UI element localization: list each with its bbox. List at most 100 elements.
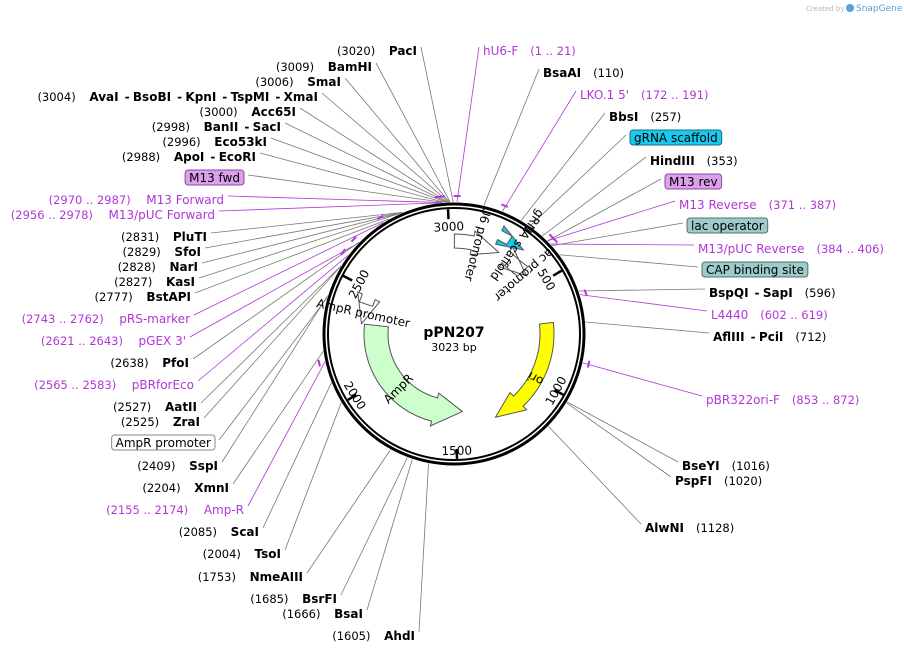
map-labels: (3020)PacI(3009)BamHI(3006)SmaI(3004)Ava… bbox=[11, 44, 884, 643]
position-text: (2409) bbox=[137, 459, 175, 473]
feature-tag-text: CAP binding site bbox=[706, 263, 804, 277]
zrai-label: (2525)ZraI bbox=[121, 415, 200, 429]
leader-line bbox=[218, 202, 439, 212]
feature-tag-box bbox=[701, 261, 809, 278]
name-text: BsrFI bbox=[302, 592, 337, 606]
position-text: (712) bbox=[795, 330, 826, 344]
name-text: Amp-R bbox=[204, 503, 244, 517]
name-text: hU6-F bbox=[483, 44, 518, 58]
name-text: SspI bbox=[189, 459, 218, 473]
position-text: (1685) bbox=[250, 592, 288, 606]
name-text: XmnI bbox=[194, 481, 229, 495]
leader-line bbox=[227, 195, 442, 203]
leader-line bbox=[552, 222, 684, 247]
position-text: (596) bbox=[805, 286, 836, 300]
feature-tag-text: M13 fwd bbox=[189, 171, 240, 185]
eco53ki-label: (2996)Eco53kI bbox=[162, 135, 267, 149]
tsoi-label: (2004)TsoI bbox=[203, 547, 281, 561]
name-text: TspMI bbox=[231, 90, 270, 104]
sspi-label: (2409) SspI bbox=[137, 459, 218, 473]
m13-puc-forward-label: (2956 .. 2978)M13/pUC Forward bbox=[11, 208, 215, 222]
feature-tag-box bbox=[629, 129, 723, 146]
feature-tag-text: gRNA scaffold bbox=[634, 131, 718, 145]
position-text: (1753) bbox=[198, 570, 236, 584]
leader-line bbox=[299, 107, 448, 203]
position-text: (371 .. 387) bbox=[769, 198, 837, 212]
name-text: SfoI bbox=[174, 245, 201, 259]
leader-line bbox=[232, 351, 324, 485]
pbr322ori-f-label: pBR322ori-F(853 .. 872) bbox=[706, 393, 859, 407]
position-text: (2988) bbox=[122, 150, 160, 164]
name-text: BamHI bbox=[328, 60, 372, 74]
m13-fwd-label: M13 fwd bbox=[184, 169, 245, 186]
name-text: BstAPI bbox=[146, 290, 191, 304]
u6-promoter-feature bbox=[453, 230, 501, 256]
bbsi-label: BbsI(257) bbox=[609, 110, 681, 124]
name-text: ZraI bbox=[173, 415, 200, 429]
leader-line bbox=[559, 254, 699, 268]
bsaai-label: BsaAI(110) bbox=[543, 66, 624, 80]
pbrforeco-label: (2565 .. 2583)pBRforEco bbox=[34, 378, 194, 392]
position-text: (2155 .. 2174) bbox=[106, 503, 188, 517]
name-text: BseYI bbox=[682, 459, 720, 473]
leader-line bbox=[566, 402, 672, 478]
m13-forward-label: (2970 .. 2987)M13 Forward bbox=[49, 193, 224, 207]
name-text: - bbox=[210, 150, 215, 164]
leader-line bbox=[548, 425, 642, 525]
leader-line bbox=[340, 457, 408, 596]
position-text: (3006) bbox=[255, 75, 293, 89]
scai-label: (2085)ScaI bbox=[179, 525, 259, 539]
primer-marker bbox=[350, 235, 357, 243]
leader-line bbox=[270, 137, 447, 203]
l4440-label: L4440(602 .. 619) bbox=[711, 308, 828, 322]
sfoi-label: (2829)SfoI bbox=[123, 245, 201, 259]
leader-line bbox=[262, 382, 332, 529]
hu6-f-label: hU6-F(1 .. 21) bbox=[483, 44, 576, 58]
snapgene-logo-icon bbox=[846, 4, 854, 12]
avai-bsobi-kpni-tspmi-xmai-label: (3004)AvaI-BsoBI-KpnI-TspMI-XmaI bbox=[37, 90, 318, 104]
leader-line bbox=[483, 68, 540, 206]
amp-r-label: (2155 .. 2174) Amp-R bbox=[106, 503, 244, 517]
leader-line bbox=[418, 463, 429, 633]
position-text: (853 .. 872) bbox=[792, 393, 860, 407]
name-text: LKO.1 5' bbox=[580, 88, 629, 102]
backbone-inner-ring bbox=[327, 207, 581, 461]
nmeaiii-label: (1753)NmeAIII bbox=[198, 570, 303, 584]
plasmid-backbone bbox=[322, 202, 586, 466]
name-text: Acc65I bbox=[251, 105, 296, 119]
prs-marker-label: (2743 .. 2762)pRS-marker bbox=[22, 312, 190, 326]
position-text: (1020) bbox=[724, 474, 762, 488]
ahdi-label: (1605)AhdI bbox=[332, 629, 415, 643]
credit-brand: SnapGene bbox=[856, 4, 903, 14]
name-text: PluTI bbox=[173, 230, 207, 244]
ampr-promoter-feature bbox=[357, 291, 381, 326]
name-text: PciI bbox=[759, 330, 784, 344]
name-text: AatII bbox=[165, 400, 197, 414]
leader-line bbox=[529, 134, 627, 227]
name-text: SapI bbox=[763, 286, 793, 300]
leader-line bbox=[218, 297, 328, 441]
name-text: AlwNI bbox=[645, 521, 684, 535]
banii-saci-label: (2998)BanII-SacI bbox=[152, 120, 281, 134]
position-text: (2827) bbox=[114, 275, 152, 289]
leader-line bbox=[197, 255, 349, 382]
leader-line bbox=[203, 266, 341, 419]
name-text: - bbox=[125, 90, 130, 104]
name-text: pBRforEco bbox=[132, 378, 194, 392]
plasmid-length: 3023 bp bbox=[431, 341, 476, 354]
primer-marker bbox=[340, 248, 346, 256]
leader-line bbox=[193, 222, 384, 316]
name-text: - bbox=[751, 330, 756, 344]
tick-mark bbox=[552, 269, 563, 277]
leader-line bbox=[420, 46, 454, 203]
position-text: (2956 .. 2978) bbox=[11, 208, 93, 222]
name-text: ScaI bbox=[231, 525, 259, 539]
name-text: KasI bbox=[166, 275, 195, 289]
name-text: KpnI bbox=[185, 90, 216, 104]
leader-line bbox=[200, 265, 342, 404]
position-text: (3009) bbox=[276, 60, 314, 74]
name-text: BsaI bbox=[334, 607, 363, 621]
primer-marker bbox=[501, 203, 509, 208]
name-text: SmaI bbox=[307, 75, 341, 89]
cap-binding-site-label: CAP binding site bbox=[701, 261, 809, 278]
